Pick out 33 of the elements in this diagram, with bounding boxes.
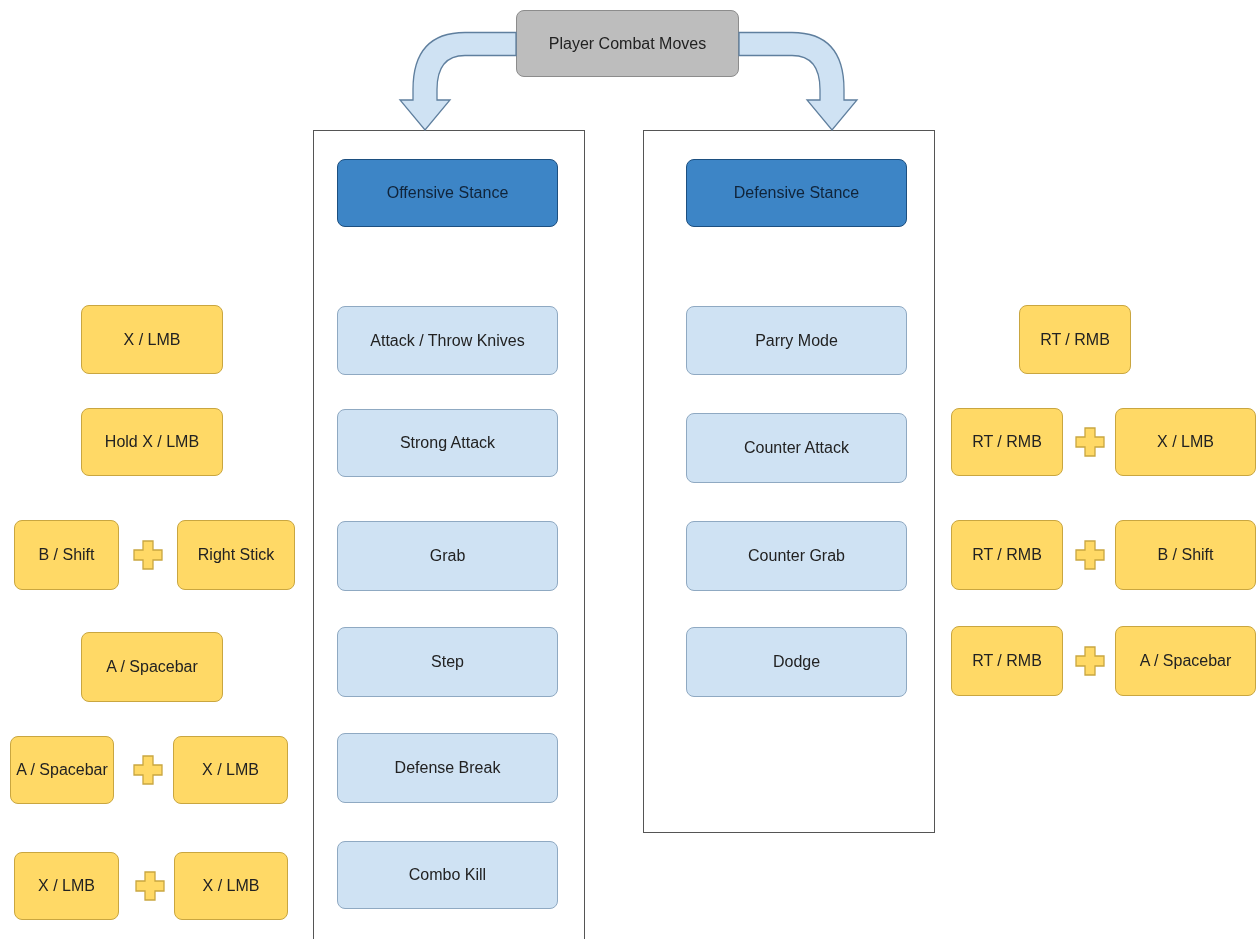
panel-box: [313, 130, 585, 939]
key-box: B / Shift: [1115, 520, 1256, 590]
key-box: Hold X / LMB: [81, 408, 223, 476]
key-box: A / Spacebar: [81, 632, 223, 702]
key-box: RT / RMB: [951, 626, 1063, 696]
move-box: Dodge: [686, 627, 907, 697]
curved-block-arrow: [738, 31, 858, 131]
key-box: B / Shift: [14, 520, 119, 590]
key-box: X / LMB: [173, 736, 288, 804]
move-box: Attack / Throw Knives: [337, 306, 558, 375]
key-box: RT / RMB: [951, 408, 1063, 476]
key-box: Right Stick: [177, 520, 295, 590]
key-box: X / LMB: [14, 852, 119, 920]
move-box: Strong Attack: [337, 409, 558, 477]
key-box: A / Spacebar: [10, 736, 114, 804]
key-box: RT / RMB: [951, 520, 1063, 590]
move-box: Combo Kill: [337, 841, 558, 909]
panel-box: [643, 130, 935, 833]
stance-box: Offensive Stance: [337, 159, 558, 227]
stance-box: Defensive Stance: [686, 159, 907, 227]
move-box: Grab: [337, 521, 558, 591]
key-box: X / LMB: [174, 852, 288, 920]
key-box: X / LMB: [1115, 408, 1256, 476]
title-box: Player Combat Moves: [516, 10, 739, 77]
key-box: RT / RMB: [1019, 305, 1131, 374]
move-box: Parry Mode: [686, 306, 907, 375]
move-box: Counter Grab: [686, 521, 907, 591]
move-box: Counter Attack: [686, 413, 907, 483]
key-box: X / LMB: [81, 305, 223, 374]
move-box: Defense Break: [337, 733, 558, 803]
curved-block-arrow: [399, 31, 517, 131]
move-box: Step: [337, 627, 558, 697]
key-box: A / Spacebar: [1115, 626, 1256, 696]
